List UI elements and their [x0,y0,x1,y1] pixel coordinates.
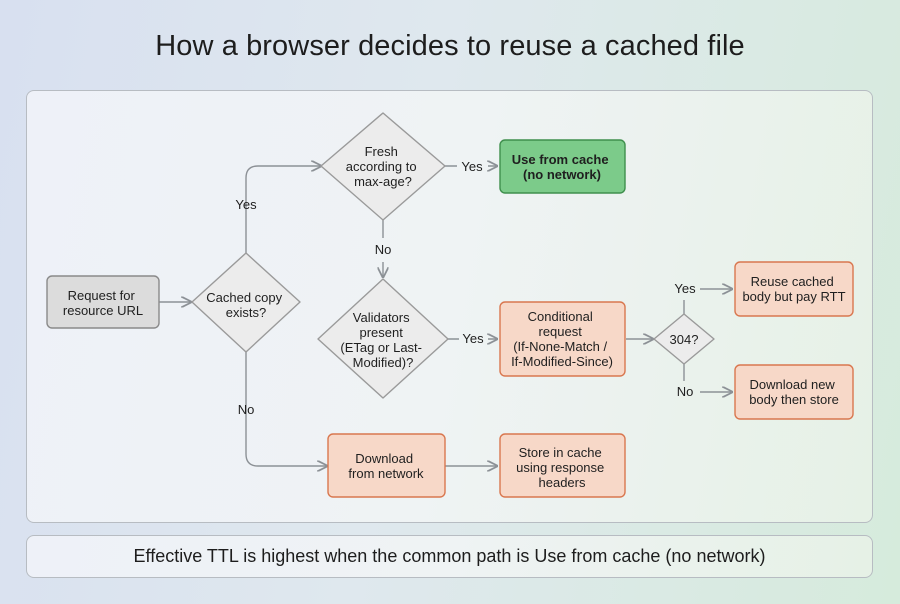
node-conditional-line-3: (If-None-Match / [513,339,607,354]
footer-caption: Effective TTL is highest when the common… [26,535,873,578]
decision-fresh-line-3: max-age? [354,174,412,189]
node-request: Request for resource URL [46,275,160,329]
edge-label-cached-no: No [238,402,255,417]
svg-text:Store in cache using res: Store in cache using response headers [516,445,608,490]
edge-label-cached-yes: Yes [235,197,257,212]
node-request-line-1: Request for [68,288,136,303]
edge-cached-yes [245,166,321,253]
node-reuse-line-1: Reuse cached [751,274,834,289]
node-conditional-line-4: If-Modified-Since) [511,354,613,369]
node-download-new-line-1: Download new [750,377,836,392]
decision-cached-copy: Cached copy exists? [191,252,301,353]
node-request-line-2: resource URL [63,303,143,318]
edge-label-fresh-no: No [375,242,392,257]
node-conditional-request: Conditional request (If-None-Match / If-… [499,301,626,377]
node-use-cache-line-2: (no network) [523,167,601,182]
decision-validators-line-3: (ETag or Last- [340,340,422,355]
svg-text:Use from cache (no netwo: Use from cache (no network) [512,152,612,182]
node-download-network-line-2: from network [348,466,424,481]
node-reuse-line-2: body but pay RTT [742,289,845,304]
edge-label-304-yes: Yes [674,281,696,296]
node-reuse-cached: Reuse cached body but pay RTT [734,261,854,317]
decision-cached-line-1: Cached copy [206,290,282,305]
node-store-line-2: using response [516,460,604,475]
svg-text:Conditional request: Conditional request (If-None-Match / If-… [511,309,613,369]
decision-fresh-line-2: according to [346,159,417,174]
node-download-new: Download new body then store [734,364,854,420]
decision-validators: Validators present (ETag or Last- Modifi… [317,278,449,399]
node-conditional-line-1: Conditional [528,309,593,324]
edge-label-304-no: No [677,384,694,399]
decision-fresh-line-1: Fresh [365,144,398,159]
decision-304: 304? [653,313,715,365]
decision-validators-line-2: present [360,325,404,340]
svg-text:Request for resource URL: Request for resource URL [63,288,143,318]
svg-text:Download new body then s: Download new body then store [749,377,839,407]
decision-fresh: Fresh according to max-age? [320,112,446,221]
node-download-new-line-2: body then store [749,392,839,407]
svg-text:Reuse cached body but pa: Reuse cached body but pay RTT [742,274,845,304]
svg-text:304?: 304? [670,332,699,347]
svg-text:Download from network: Download from network [348,451,424,481]
decision-304-label: 304? [670,332,699,347]
node-store-cache: Store in cache using response headers [499,433,626,498]
edge-label-validators-yes: Yes [462,331,484,346]
node-use-cache: Use from cache (no network) [499,139,626,194]
edge-cached-no [245,352,327,466]
node-store-line-1: Store in cache [519,445,602,460]
edge-label-fresh-yes: Yes [461,159,483,174]
decision-cached-line-2: exists? [226,305,266,320]
svg-text:Fresh according to: Fresh according to max-age? [346,144,420,189]
svg-text:Cached copy exists?: Cached copy exists? [206,290,286,320]
diagram-title: How a browser decides to reuse a cached … [155,30,745,62]
node-conditional-line-2: request [539,324,583,339]
diagram-panel [26,90,873,523]
node-download-network-line-1: Download [355,451,413,466]
node-store-line-3: headers [539,475,586,490]
node-use-cache-line-1: Use from cache [512,152,609,167]
decision-validators-line-4: Modified)? [353,355,414,370]
svg-text:Validators present: Validators present (ETag or Last- Modifi… [340,310,425,370]
decision-validators-line-1: Validators [353,310,410,325]
node-download-network: Download from network [327,433,446,498]
